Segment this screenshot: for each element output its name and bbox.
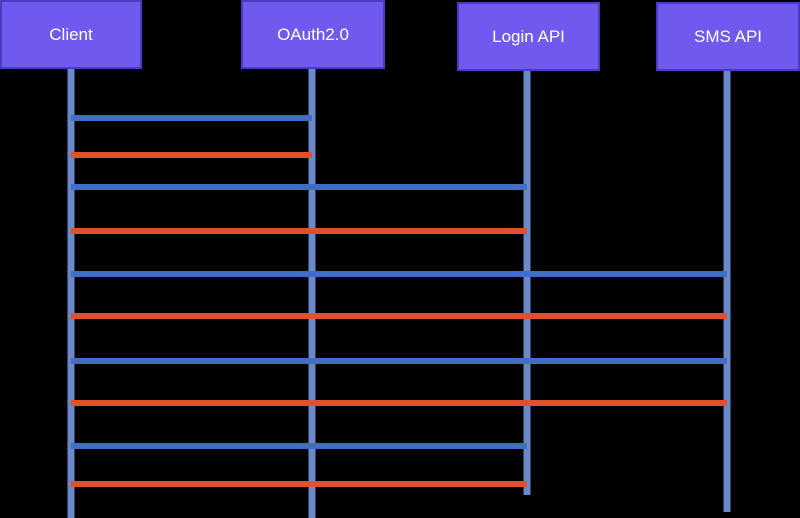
participant-client: Client: [0, 0, 142, 69]
participant-oauth: OAuth2.0: [241, 0, 385, 69]
participant-sms-api-label: SMS API: [693, 26, 763, 46]
participant-oauth-label: OAuth2.0: [277, 24, 349, 44]
participant-sms-api: SMS API: [656, 2, 800, 71]
participant-login-api: Login API: [457, 2, 600, 71]
participant-client-label: Client: [49, 24, 93, 44]
participant-login-api-label: Login API: [492, 26, 565, 46]
